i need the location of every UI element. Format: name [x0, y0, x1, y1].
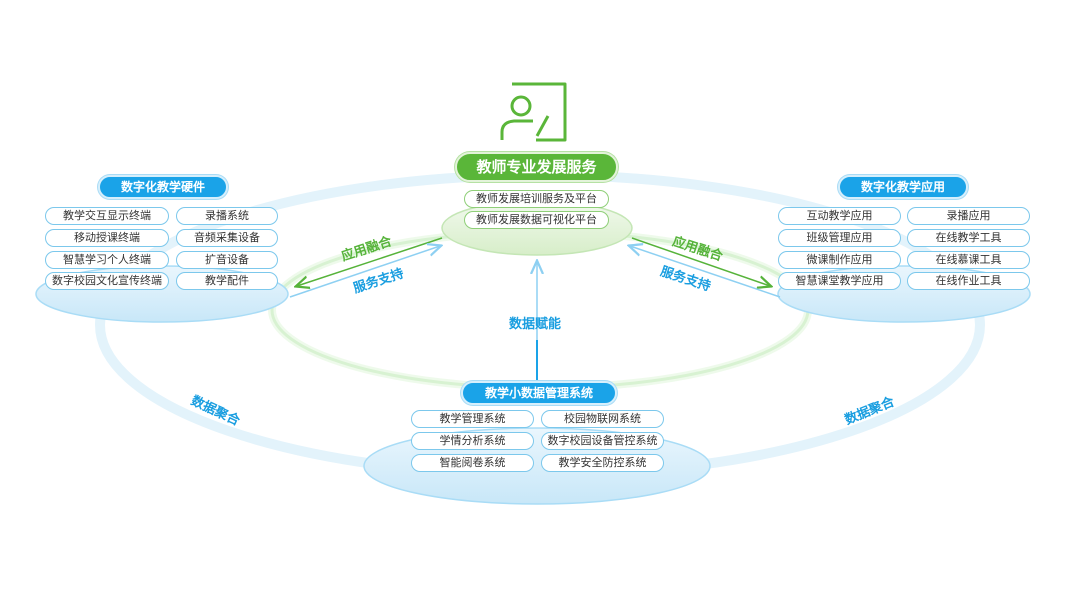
bottom-item: 智能阅卷系统	[411, 454, 534, 472]
right-item: 智慧课堂教学应用	[778, 272, 901, 290]
right-item: 在线教学工具	[907, 229, 1030, 247]
bottom-item: 校园物联网系统	[541, 410, 664, 428]
bottom-item: 教学安全防控系统	[541, 454, 664, 472]
left-item: 音频采集设备	[176, 229, 278, 247]
left-title: 数字化教学硬件	[98, 175, 228, 199]
left-item: 录播系统	[176, 207, 278, 225]
arrow-service-support-left	[289, 246, 440, 298]
left-item: 教学交互显示终端	[45, 207, 169, 225]
bottom-item: 数字校园设备管控系统	[541, 432, 664, 450]
left-item: 智慧学习个人终端	[45, 251, 169, 269]
arrow-app-fusion-right	[631, 237, 770, 286]
center-title: 教师专业发展服务	[455, 152, 618, 182]
left-item: 移动授课终端	[45, 229, 169, 247]
bottom-title: 教学小数据管理系统	[461, 381, 617, 405]
right-item: 在线慕课工具	[907, 251, 1030, 269]
arrow-app-fusion-left	[297, 237, 443, 286]
teacher-presentation-icon	[500, 82, 567, 142]
left-item: 数字校园文化宣传终端	[45, 272, 169, 290]
right-item: 录播应用	[907, 207, 1030, 225]
right-item: 微课制作应用	[778, 251, 901, 269]
left-item: 教学配件	[176, 272, 278, 290]
right-item: 班级管理应用	[778, 229, 901, 247]
left-item: 扩音设备	[176, 251, 278, 269]
right-item: 互动教学应用	[778, 207, 901, 225]
arrow-service-support-right	[630, 246, 781, 298]
right-item: 在线作业工具	[907, 272, 1030, 290]
label-data-empower: 数据赋能	[509, 317, 562, 332]
bottom-item: 学情分析系统	[411, 432, 534, 450]
bottom-item: 教学管理系统	[411, 410, 534, 428]
center-item-training: 教师发展培训服务及平台	[464, 190, 609, 208]
right-title: 数字化教学应用	[838, 175, 968, 199]
center-item-visualization: 教师发展数据可视化平台	[464, 211, 609, 229]
